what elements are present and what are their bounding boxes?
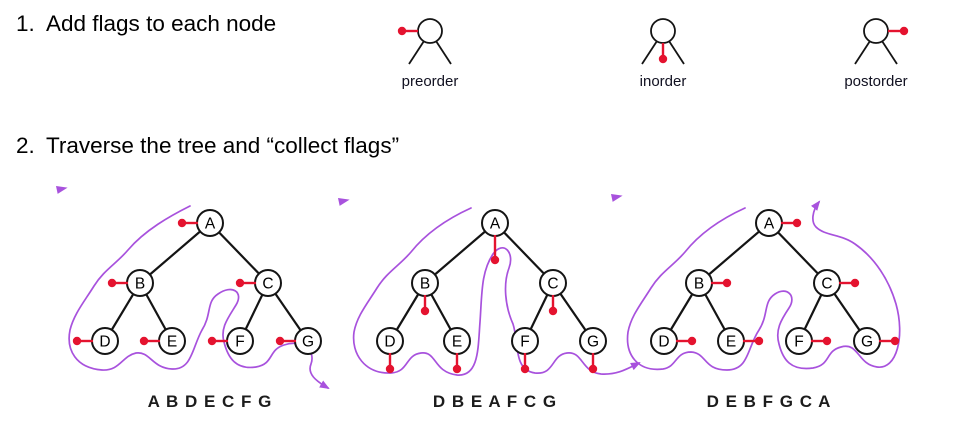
postorder-label: postorder bbox=[844, 73, 908, 90]
node-B-flag-dot bbox=[722, 278, 732, 288]
node-B-label: B bbox=[694, 276, 704, 293]
postorder-mini-svg bbox=[854, 18, 909, 65]
postorder-sequence: D E B F G C A bbox=[706, 392, 832, 411]
preorder-label: preorder bbox=[401, 73, 459, 90]
mini-left-edge bbox=[408, 40, 425, 65]
node-E-flag-dot bbox=[754, 336, 764, 346]
postorder-flag-diagram bbox=[828, 14, 924, 72]
node-D-label: D bbox=[99, 334, 110, 351]
node-A-label: A bbox=[205, 216, 216, 233]
node-preorder-flag-dot bbox=[397, 26, 407, 36]
node-G-label: G bbox=[587, 334, 599, 351]
inorder-tree-drawing: A B C D E F G bbox=[338, 178, 645, 415]
step2-text: Traverse the tree and “collect flags” bbox=[46, 133, 400, 158]
preorder-mini-svg bbox=[397, 18, 452, 65]
traversal-path bbox=[352, 207, 641, 376]
node-D-label: D bbox=[384, 334, 395, 351]
node-C-label: C bbox=[821, 276, 832, 293]
node-E-flag-dot bbox=[452, 364, 462, 374]
node-G-flag-dot bbox=[275, 336, 285, 346]
node-F-label: F bbox=[235, 334, 244, 351]
start-arrow bbox=[56, 186, 68, 194]
node-D-flag-dot bbox=[385, 364, 395, 374]
inorder-sequence: D B E A F C G bbox=[432, 392, 558, 411]
preorder-flag-diagram bbox=[382, 14, 478, 72]
preorder-tree: A B C D E F G A B D E C F G bbox=[56, 178, 360, 424]
node-postorder-flag-dot bbox=[899, 26, 909, 36]
inorder-mini-node bbox=[650, 18, 676, 44]
node-D-flag-dot bbox=[687, 336, 697, 346]
node-C-flag-dot bbox=[548, 306, 558, 316]
node-B-flag-dot bbox=[107, 278, 117, 288]
inorder-tree-svg: A B C D E F G bbox=[338, 198, 641, 376]
node-C-label: C bbox=[547, 276, 558, 293]
postorder-tree: A B C D E F G D E B F G C A bbox=[611, 178, 919, 424]
node-E-label: E bbox=[726, 334, 736, 351]
mini-left-edge bbox=[641, 40, 658, 65]
postorder-tree-svg: A B C D E F G bbox=[611, 194, 901, 371]
node-D-flag-dot bbox=[72, 336, 82, 346]
legend-item-inorder: inorder bbox=[615, 14, 711, 90]
traversal-path bbox=[626, 200, 901, 371]
start-arrow bbox=[338, 198, 350, 206]
start-arrow bbox=[611, 194, 623, 202]
step1-text: Add flags to each node bbox=[46, 11, 277, 36]
node-F-label: F bbox=[794, 334, 803, 351]
legend-item-postorder: postorder bbox=[828, 14, 924, 90]
node-F-flag-dot bbox=[822, 336, 832, 346]
edge-A-B bbox=[424, 222, 496, 284]
node-B-flag-dot bbox=[420, 306, 430, 316]
preorder-tree-svg: A B C D E F G bbox=[56, 186, 330, 390]
edge-A-B bbox=[139, 222, 211, 284]
node-F-flag-dot bbox=[520, 364, 530, 374]
node-B-label: B bbox=[135, 276, 145, 293]
node-C-flag-dot bbox=[235, 278, 245, 288]
node-E-flag-dot bbox=[139, 336, 149, 346]
inorder-tree: A B C D E F G D B E A F C G bbox=[338, 178, 645, 424]
node-C-flag-dot bbox=[850, 278, 860, 288]
inorder-flag-diagram bbox=[615, 14, 711, 72]
preorder-sequence: A B D E C F G bbox=[147, 392, 273, 411]
node-A-flag-dot bbox=[792, 218, 802, 228]
mini-right-edge bbox=[668, 40, 685, 65]
node-E-label: E bbox=[167, 334, 177, 351]
node-A-label: A bbox=[490, 216, 501, 233]
node-F-flag-dot bbox=[207, 336, 217, 346]
postorder-tree-drawing: A B C D E F G bbox=[611, 178, 919, 415]
postorder-mini-node bbox=[863, 18, 889, 44]
mini-right-edge bbox=[881, 40, 898, 65]
inorder-label: inorder bbox=[639, 73, 687, 90]
step2-heading: 2. Traverse the tree and “collect flags” bbox=[16, 132, 399, 159]
edge-A-B bbox=[698, 222, 770, 284]
mini-right-edge bbox=[435, 40, 452, 65]
inorder-mini-svg bbox=[641, 18, 685, 65]
step1-number: 1. bbox=[16, 11, 35, 36]
node-G-label: G bbox=[861, 334, 873, 351]
node-inorder-flag-dot bbox=[658, 54, 668, 64]
node-E-label: E bbox=[452, 334, 462, 351]
node-C-label: C bbox=[262, 276, 273, 293]
node-A-label: A bbox=[764, 216, 775, 233]
node-D-label: D bbox=[658, 334, 669, 351]
traversal-path bbox=[68, 205, 330, 390]
step1-heading: 1. Add flags to each node bbox=[16, 10, 276, 37]
legend-item-preorder: preorder bbox=[382, 14, 478, 90]
node-A-flag-dot bbox=[490, 255, 500, 265]
node-F-label: F bbox=[520, 334, 529, 351]
preorder-tree-drawing: A B C D E F G bbox=[56, 178, 360, 415]
node-B-label: B bbox=[420, 276, 430, 293]
node-G-label: G bbox=[302, 334, 314, 351]
preorder-mini-node bbox=[417, 18, 443, 44]
node-G-flag-dot bbox=[890, 336, 900, 346]
node-A-flag-dot bbox=[177, 218, 187, 228]
node-G-flag-dot bbox=[588, 364, 598, 374]
mini-left-edge bbox=[854, 40, 871, 65]
step2-number: 2. bbox=[16, 133, 35, 158]
